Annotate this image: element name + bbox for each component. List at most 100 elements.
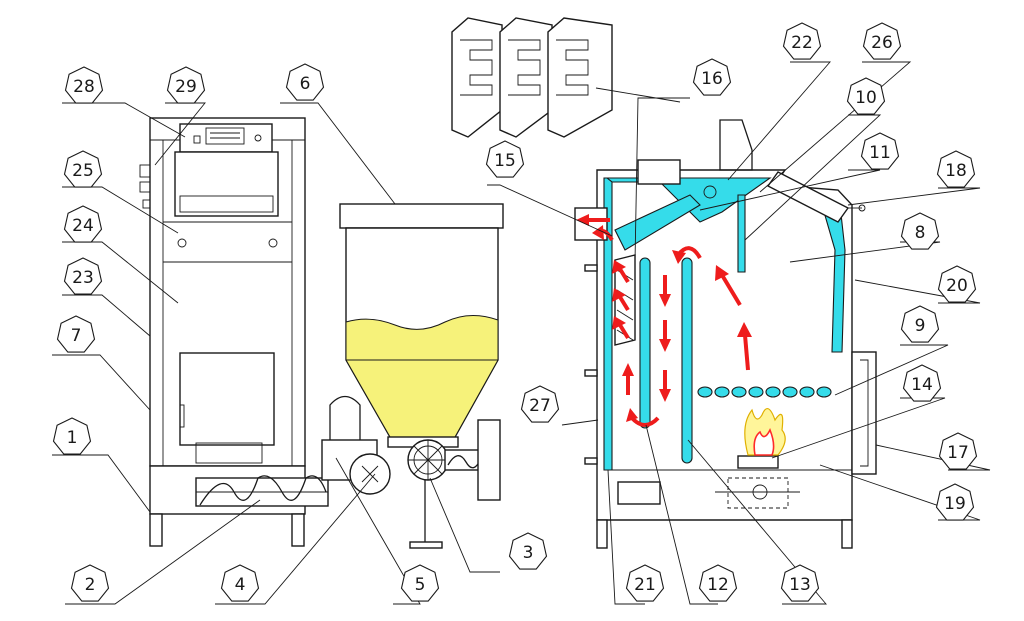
callout-number: 6 bbox=[300, 74, 311, 94]
tube-inner-left bbox=[639, 257, 651, 429]
callout-number: 17 bbox=[947, 443, 969, 463]
callout-badge-shape bbox=[782, 22, 822, 60]
callout-number: 16 bbox=[701, 69, 723, 89]
callout-9: 9 bbox=[900, 305, 940, 343]
callout-badge-shape bbox=[938, 432, 978, 470]
callout-1: 1 bbox=[52, 417, 92, 455]
callout-badge-shape bbox=[936, 150, 976, 188]
callout-badge-shape bbox=[862, 22, 902, 60]
callout-number: 4 bbox=[235, 575, 246, 595]
callout-number: 23 bbox=[72, 268, 94, 288]
callout-badge-shape bbox=[70, 564, 110, 602]
callout-badge-shape bbox=[285, 63, 325, 101]
callout-badge-shape bbox=[846, 77, 886, 115]
air-nozzle-row bbox=[697, 386, 832, 398]
baffle-plate bbox=[737, 194, 746, 273]
callout-12: 12 bbox=[698, 564, 738, 602]
callout-number: 8 bbox=[915, 223, 926, 243]
callout-number: 11 bbox=[869, 143, 891, 163]
callout-badge-shape bbox=[937, 265, 977, 303]
callout-badge-shape bbox=[56, 315, 96, 353]
callout-20: 20 bbox=[937, 265, 977, 303]
callout-13: 13 bbox=[780, 564, 820, 602]
callout-badge-shape bbox=[900, 212, 940, 250]
cleaning-door bbox=[766, 171, 850, 223]
callout-badge-shape bbox=[692, 58, 732, 96]
callout-25: 25 bbox=[63, 150, 103, 188]
callout-29: 29 bbox=[166, 66, 206, 104]
callout-8: 8 bbox=[900, 212, 940, 250]
callout-21: 21 bbox=[625, 564, 665, 602]
leader-lines bbox=[52, 61, 991, 605]
callout-26: 26 bbox=[862, 22, 902, 60]
callout-10: 10 bbox=[846, 77, 886, 115]
turbulator-set bbox=[451, 17, 613, 138]
callout-number: 29 bbox=[175, 77, 197, 97]
callout-badge-shape bbox=[698, 564, 738, 602]
callout-19: 19 bbox=[935, 483, 975, 521]
callout-badge-shape bbox=[860, 132, 900, 170]
callout-badge-shape bbox=[485, 140, 525, 178]
callout-badge-shape bbox=[520, 385, 560, 423]
callout-badge-shape bbox=[900, 305, 940, 343]
callout-badge-shape bbox=[63, 257, 103, 295]
callout-22: 22 bbox=[782, 22, 822, 60]
callout-11: 11 bbox=[860, 132, 900, 170]
callout-badge-shape bbox=[63, 150, 103, 188]
control-display bbox=[205, 127, 245, 145]
callout-7: 7 bbox=[56, 315, 96, 353]
callout-18: 18 bbox=[936, 150, 976, 188]
pellet-hopper bbox=[321, 203, 504, 549]
callout-number: 25 bbox=[72, 161, 94, 181]
callout-number: 19 bbox=[944, 494, 966, 514]
callout-24: 24 bbox=[63, 205, 103, 243]
front-door bbox=[851, 351, 877, 475]
callout-6: 6 bbox=[285, 63, 325, 101]
ash-door bbox=[179, 352, 275, 446]
callout-number: 9 bbox=[915, 316, 926, 336]
callout-badge-shape bbox=[220, 564, 260, 602]
callout-number: 22 bbox=[791, 33, 813, 53]
callout-14: 14 bbox=[902, 364, 942, 402]
callout-number: 7 bbox=[71, 326, 82, 346]
deflector bbox=[614, 194, 701, 251]
upper-door bbox=[174, 151, 279, 217]
callout-badge-shape bbox=[63, 205, 103, 243]
callout-number: 15 bbox=[494, 151, 516, 171]
callout-number: 5 bbox=[415, 575, 426, 595]
tube-inner-right bbox=[681, 257, 693, 464]
boiler-section-view bbox=[574, 119, 877, 549]
callout-number: 1 bbox=[67, 428, 78, 448]
callout-number: 12 bbox=[707, 575, 729, 595]
callout-badge-shape bbox=[64, 66, 104, 104]
callout-23: 23 bbox=[63, 257, 103, 295]
callout-27: 27 bbox=[520, 385, 560, 423]
callout-number: 28 bbox=[73, 77, 95, 97]
callout-number: 27 bbox=[529, 396, 551, 416]
callout-number: 13 bbox=[789, 575, 811, 595]
callout-3: 3 bbox=[508, 532, 548, 570]
flue-gas-flow-arrows bbox=[576, 214, 752, 427]
callout-number: 14 bbox=[911, 375, 933, 395]
callout-number: 21 bbox=[634, 575, 656, 595]
callout-5: 5 bbox=[400, 564, 440, 602]
callout-badge-shape bbox=[508, 532, 548, 570]
callout-badge-shape bbox=[902, 364, 942, 402]
pellet-fill bbox=[345, 315, 499, 438]
callout-badge-shape bbox=[935, 483, 975, 521]
callout-badge-shape bbox=[166, 66, 206, 104]
callout-number: 24 bbox=[72, 216, 94, 236]
hopper-lid bbox=[339, 203, 504, 229]
callout-badge-shape bbox=[625, 564, 665, 602]
callout-17: 17 bbox=[938, 432, 978, 470]
callout-15: 15 bbox=[485, 140, 525, 178]
callout-4: 4 bbox=[220, 564, 260, 602]
callout-16: 16 bbox=[692, 58, 732, 96]
callout-badge-shape bbox=[52, 417, 92, 455]
callout-number: 18 bbox=[945, 161, 967, 181]
callout-28: 28 bbox=[64, 66, 104, 104]
callout-badge-shape bbox=[400, 564, 440, 602]
